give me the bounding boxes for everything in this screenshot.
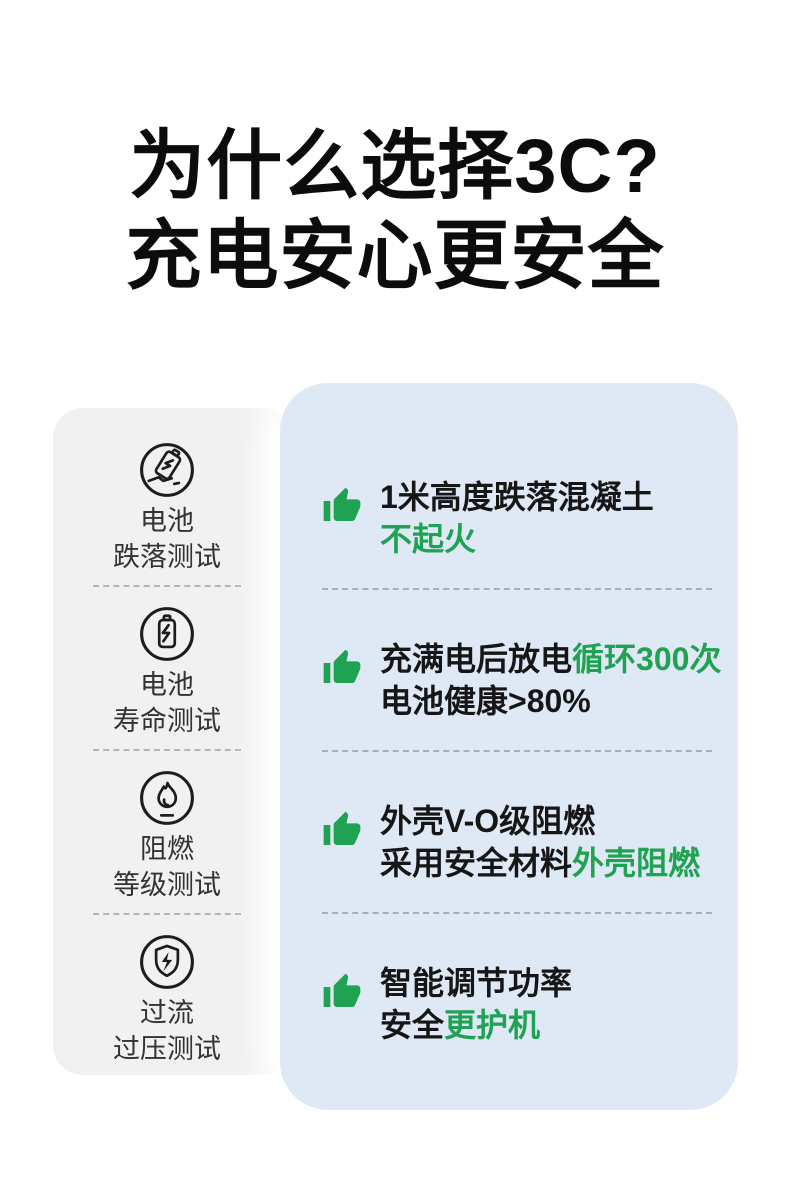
benefit-text: 外壳V-O级阻燃 采用安全材料外壳阻燃 — [380, 803, 701, 881]
benefit-row-drop-no-fire: 1米高度跌落混凝土 不起火 — [322, 476, 712, 560]
benefit-text: 充满电后放电循环300次 电池健康>80% — [380, 641, 722, 719]
test-label: 过流 过压测试 — [113, 998, 221, 1064]
battery-life-icon — [140, 607, 194, 661]
test-item-flame-rating: 阻燃 等级测试 — [53, 769, 281, 903]
benefit-row-smart-power: 智能调节功率 安全更护机 — [322, 962, 712, 1046]
battery-drop-icon — [140, 443, 194, 497]
page-title-line2: 充电安心更安全 — [125, 214, 665, 299]
thumb-up-icon — [323, 649, 361, 683]
benefit-row-shell-flame: 外壳V-O级阻燃 采用安全材料外壳阻燃 — [322, 800, 712, 884]
benefit-text: 1米高度跌落混凝土 不起火 — [380, 479, 654, 557]
thumb-up-icon — [323, 811, 361, 845]
test-item-overcurrent: 过流 过压测试 — [53, 933, 281, 1067]
page-title: 为什么选择3C? 充电安心更安全 — [0, 122, 790, 302]
dashed-divider — [93, 749, 241, 751]
dashed-divider — [93, 913, 241, 915]
dashed-divider — [93, 585, 241, 587]
dashed-divider — [322, 588, 712, 590]
dashed-divider — [322, 912, 712, 914]
shield-bolt-icon — [140, 935, 194, 989]
test-label: 电池 寿命测试 — [113, 670, 221, 736]
thumb-up-icon — [323, 973, 361, 1007]
benefits-panel: 1米高度跌落混凝土 不起火 充满电后放电循环300次 电池健康>80% 外壳V-… — [280, 383, 738, 1110]
test-item-battery-drop: 电池 跌落测试 — [53, 441, 281, 575]
test-label: 电池 跌落测试 — [113, 506, 221, 572]
page-title-line1: 为什么选择3C? — [129, 124, 661, 209]
test-label: 阻燃 等级测试 — [113, 834, 221, 900]
benefit-row-cycle-health: 充满电后放电循环300次 电池健康>80% — [322, 638, 721, 722]
flame-icon — [140, 771, 194, 825]
test-item-battery-life: 电池 寿命测试 — [53, 605, 281, 739]
dashed-divider — [322, 750, 712, 752]
tests-panel: 电池 跌落测试 电池 寿命测试 — [53, 408, 293, 1075]
benefit-text: 智能调节功率 安全更护机 — [380, 965, 573, 1043]
thumb-up-icon — [323, 487, 361, 521]
